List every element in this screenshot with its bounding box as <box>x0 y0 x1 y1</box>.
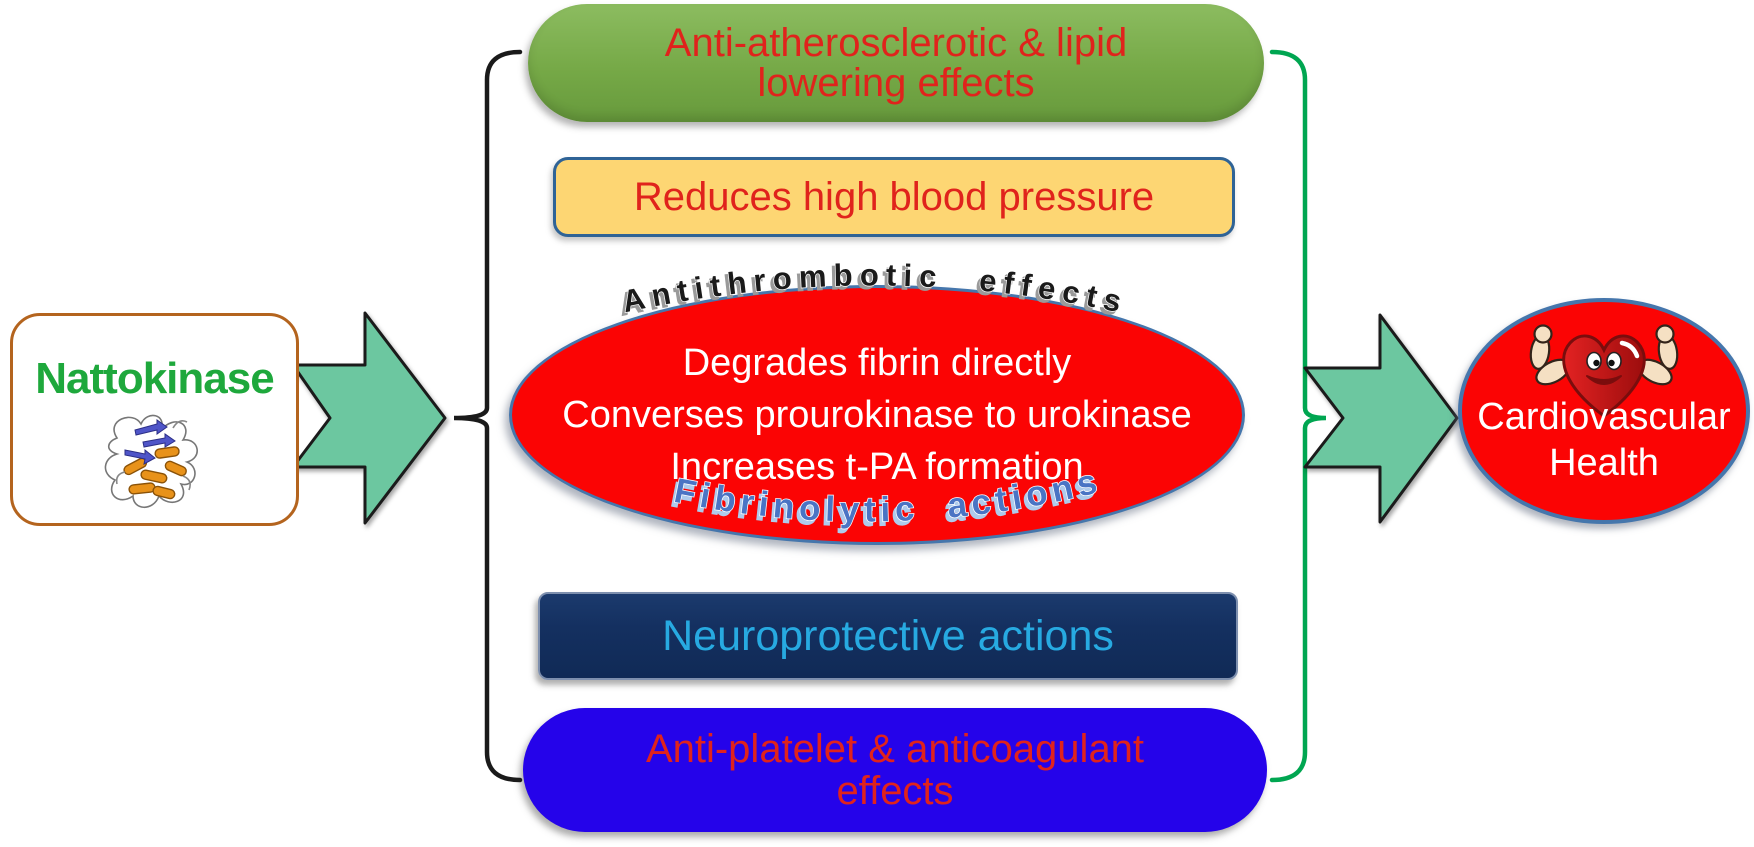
neuroprotective-box: Neuroprotective actions <box>538 592 1238 680</box>
antithrombotic-item: Converses prourokinase to urokinase <box>562 394 1192 436</box>
antithrombotic-item: Increases t-PA formation <box>670 446 1084 488</box>
antiplatelet-pill: Anti-platelet & anticoagulant effects <box>523 708 1267 832</box>
outcome-line1: Cardiovascular <box>1477 396 1731 438</box>
anti-atherosclerotic-line1: Anti-atherosclerotic & lipid <box>664 21 1128 65</box>
arrow-right-icon <box>1303 313 1459 524</box>
outcome-line2: Health <box>1549 442 1659 484</box>
protein-ribbon-icon <box>104 414 198 509</box>
neuroprotective-label: Neuroprotective actions <box>662 611 1114 660</box>
cardiovascular-health-ellipse: Cardiovascular Health <box>1458 298 1750 524</box>
blood-pressure-box: Reduces high blood pressure <box>553 157 1235 237</box>
blood-pressure-label: Reduces high blood pressure <box>633 174 1155 219</box>
left-brace <box>453 49 523 783</box>
antiplatelet-line2: effects <box>836 769 954 813</box>
anti-atherosclerotic-line2: lowering effects <box>757 61 1035 105</box>
antiplatelet-line1: Anti-platelet & anticoagulant <box>645 727 1145 771</box>
nattokinase-label: Nattokinase <box>35 354 274 403</box>
strong-heart-icon <box>1529 324 1679 418</box>
anti-atherosclerotic-pill: Anti-atherosclerotic & lipid lowering ef… <box>528 4 1264 122</box>
right-brace <box>1269 49 1327 783</box>
antithrombotic-ellipse: Degrades fibrin directly Converses prour… <box>509 285 1245 545</box>
nattokinase-box: Nattokinase <box>10 313 299 526</box>
arrow-right-icon <box>291 311 447 525</box>
antithrombotic-item: Degrades fibrin directly <box>682 342 1072 384</box>
